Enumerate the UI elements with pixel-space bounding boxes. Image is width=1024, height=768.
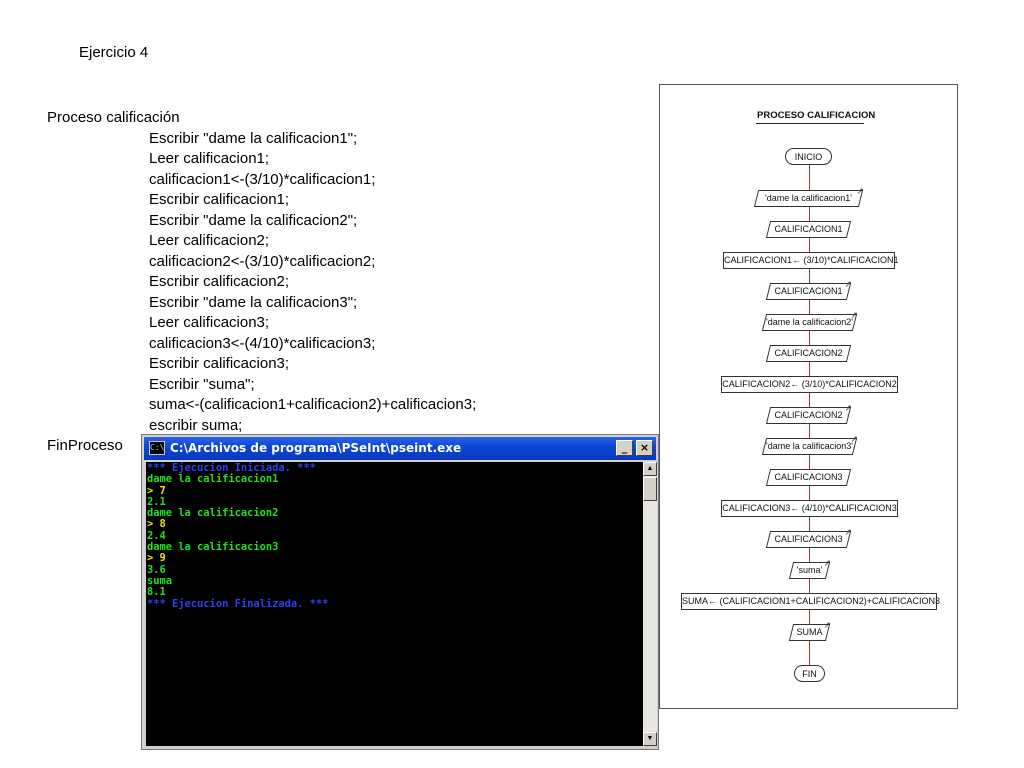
close-button[interactable]: × bbox=[636, 440, 653, 456]
flowchart-node-output: CALIFICACION3↗ bbox=[765, 527, 852, 548]
flowchart-title-underline bbox=[756, 123, 864, 124]
flowchart-connector bbox=[809, 424, 810, 438]
flowchart-connector bbox=[809, 641, 810, 665]
flowchart-connector bbox=[809, 517, 810, 531]
console-line: 2.1 bbox=[147, 495, 166, 508]
console-line: 3.6 bbox=[147, 563, 166, 576]
code-line: suma<-(calificacion1+calificacion2)+cali… bbox=[149, 396, 477, 413]
flowchart-node-text: 'dame la calificacion1' bbox=[765, 193, 852, 203]
output-arrow-icon: ↗ bbox=[823, 558, 831, 568]
code-line: calificacion2<-(3/10)*calificacion2; bbox=[149, 252, 376, 270]
code-line: Escribir calificacion1; bbox=[149, 191, 290, 208]
window-title: C:\Archivos de programa\PSeInt\pseint.ex… bbox=[170, 441, 462, 455]
pseudocode-block: Proceso calificación Escribir "dame la c… bbox=[47, 108, 476, 457]
code-line: Escribir calificacion2; bbox=[149, 273, 290, 290]
console-line: > 8 bbox=[147, 518, 166, 531]
vertical-scrollbar[interactable]: ▲ ▼ bbox=[643, 462, 657, 746]
flowchart-connector bbox=[809, 393, 810, 407]
console-line: dame la calificacion2 bbox=[147, 507, 279, 520]
flowchart-panel: PROCESO CALIFICACION INICIO 'dame la cali… bbox=[659, 84, 958, 709]
flowchart-node-process: CALIFICACION2← (3/10)*CALIFICACION2 bbox=[721, 376, 898, 393]
code-line: Escribir calificacion3; bbox=[149, 355, 290, 372]
code-line-end: FinProceso bbox=[47, 437, 123, 454]
code-line: Escribir "dame la calificacion3"; bbox=[149, 293, 358, 311]
flowchart-connector bbox=[809, 486, 810, 500]
code-line: escribir suma; bbox=[149, 416, 243, 434]
flowchart-connector bbox=[809, 610, 810, 624]
flowchart-node-process: SUMA← (CALIFICACION1+CALIFICACION2)+CALI… bbox=[681, 593, 940, 610]
code-line: calificacion3<-(4/10)*calificacion3; bbox=[149, 334, 376, 352]
output-arrow-icon: ↗ bbox=[844, 527, 852, 537]
flowchart-node-text: CALIFICACION2 bbox=[774, 348, 843, 358]
output-arrow-icon: ↗ bbox=[823, 620, 831, 630]
flowchart-node-text: CALIFICACION1 bbox=[774, 286, 843, 296]
code-line: Leer calificacion1; bbox=[149, 150, 270, 167]
flowchart-connector bbox=[809, 238, 810, 252]
code-line: Escribir "dame la calificacion2"; bbox=[149, 211, 358, 229]
window-titlebar[interactable]: C:\ C:\Archivos de programa\PSeInt\psein… bbox=[144, 437, 656, 460]
output-arrow-icon: ↗ bbox=[844, 279, 852, 289]
output-arrow-icon: ↗ bbox=[850, 434, 858, 444]
flowchart-node-output: 'dame la calificacion1' ↗ bbox=[753, 186, 864, 207]
flowchart-node-text: CALIFICACION3 bbox=[774, 534, 843, 544]
output-arrow-icon: ↗ bbox=[844, 403, 852, 413]
scroll-up-button[interactable]: ▲ bbox=[643, 462, 657, 476]
code-line: calificacion1<-(3/10)*calificacion1; bbox=[149, 170, 376, 188]
minimize-button[interactable]: _ bbox=[616, 440, 633, 456]
console-line: 2.4 bbox=[147, 529, 166, 542]
flowchart-connector bbox=[809, 455, 810, 469]
flowchart-connector bbox=[809, 548, 810, 562]
flowchart-node-process: CALIFICACION1← (3/10)*CALIFICACION1 bbox=[723, 252, 899, 269]
code-line: Leer calificacion3; bbox=[149, 314, 270, 331]
console-line: 8.1 bbox=[147, 586, 166, 599]
flowchart-node-input: CALIFICACION2 bbox=[765, 345, 852, 362]
flowchart-node-text: 'dame la calificacion3' bbox=[766, 441, 853, 451]
scroll-down-button[interactable]: ▼ bbox=[643, 732, 657, 746]
flowchart-node-input: CALIFICACION3 bbox=[765, 469, 852, 486]
output-arrow-icon: ↗ bbox=[850, 310, 858, 320]
console-line: dame la calificacion3 bbox=[147, 541, 279, 554]
output-arrow-icon: ↗ bbox=[856, 186, 864, 196]
flowchart-title: PROCESO CALIFICACION bbox=[757, 110, 876, 121]
console-line: dame la calificacion1 bbox=[147, 473, 279, 486]
flowchart-node-terminal: INICIO bbox=[785, 148, 832, 165]
console-window: C:\ C:\Archivos de programa\PSeInt\psein… bbox=[141, 434, 659, 750]
flowchart-node-text: CALIFICACION2 bbox=[774, 410, 843, 420]
flowchart-node-terminal: FIN bbox=[794, 665, 825, 682]
flowchart-node-output: SUMA↗ bbox=[788, 620, 831, 641]
console-line: *** Ejecucion Iniciada. *** bbox=[147, 462, 316, 474]
flowchart-node-output: CALIFICACION2↗ bbox=[765, 403, 852, 424]
code-line: Escribir "dame la calificacion1"; bbox=[149, 129, 358, 147]
console-line: *** Ejecucion Finalizada. *** bbox=[147, 597, 329, 610]
console-output[interactable]: *** Ejecucion Iniciada. ***dame la calif… bbox=[146, 462, 643, 746]
flowchart-connector bbox=[809, 300, 810, 314]
flowchart-node-output: 'dame la calificacion3'↗ bbox=[761, 434, 858, 455]
console-line: suma bbox=[147, 574, 173, 587]
console-app-icon: C:\ bbox=[149, 441, 165, 455]
exercise-heading: Ejercicio 4 bbox=[79, 44, 149, 61]
flowchart-connector bbox=[809, 165, 810, 190]
console-line: > 7 bbox=[147, 484, 166, 497]
flowchart-node-output: CALIFICACION1↗ bbox=[765, 279, 852, 300]
flowchart-node-text: SUMA bbox=[796, 627, 823, 637]
flowchart-node-input: CALIFICACION1 bbox=[765, 221, 852, 238]
code-line: Escribir "suma"; bbox=[149, 375, 255, 393]
flowchart-node-text: CALIFICACION1 bbox=[774, 224, 843, 234]
flowchart-node-output: 'suma'↗ bbox=[788, 558, 831, 579]
scroll-thumb[interactable] bbox=[643, 477, 657, 501]
code-line: Leer calificacion2; bbox=[149, 232, 270, 249]
flowchart-connector bbox=[809, 269, 810, 283]
flowchart-node-text: CALIFICACION3 bbox=[774, 472, 843, 482]
flowchart-node-text: 'suma' bbox=[796, 565, 823, 575]
flowchart-connector bbox=[809, 207, 810, 221]
flowchart-node-output: 'dame la calificacion2'↗ bbox=[761, 310, 858, 331]
code-line-start: Proceso calificación bbox=[47, 109, 180, 126]
flowchart-connector bbox=[809, 362, 810, 376]
flowchart-connector bbox=[809, 579, 810, 593]
console-line: > 9 bbox=[147, 552, 166, 565]
flowchart-node-process: CALIFICACION3← (4/10)*CALIFICACION3 bbox=[721, 500, 898, 517]
flowchart-connector bbox=[809, 331, 810, 345]
flowchart-node-text: 'dame la calificacion2' bbox=[766, 317, 853, 327]
